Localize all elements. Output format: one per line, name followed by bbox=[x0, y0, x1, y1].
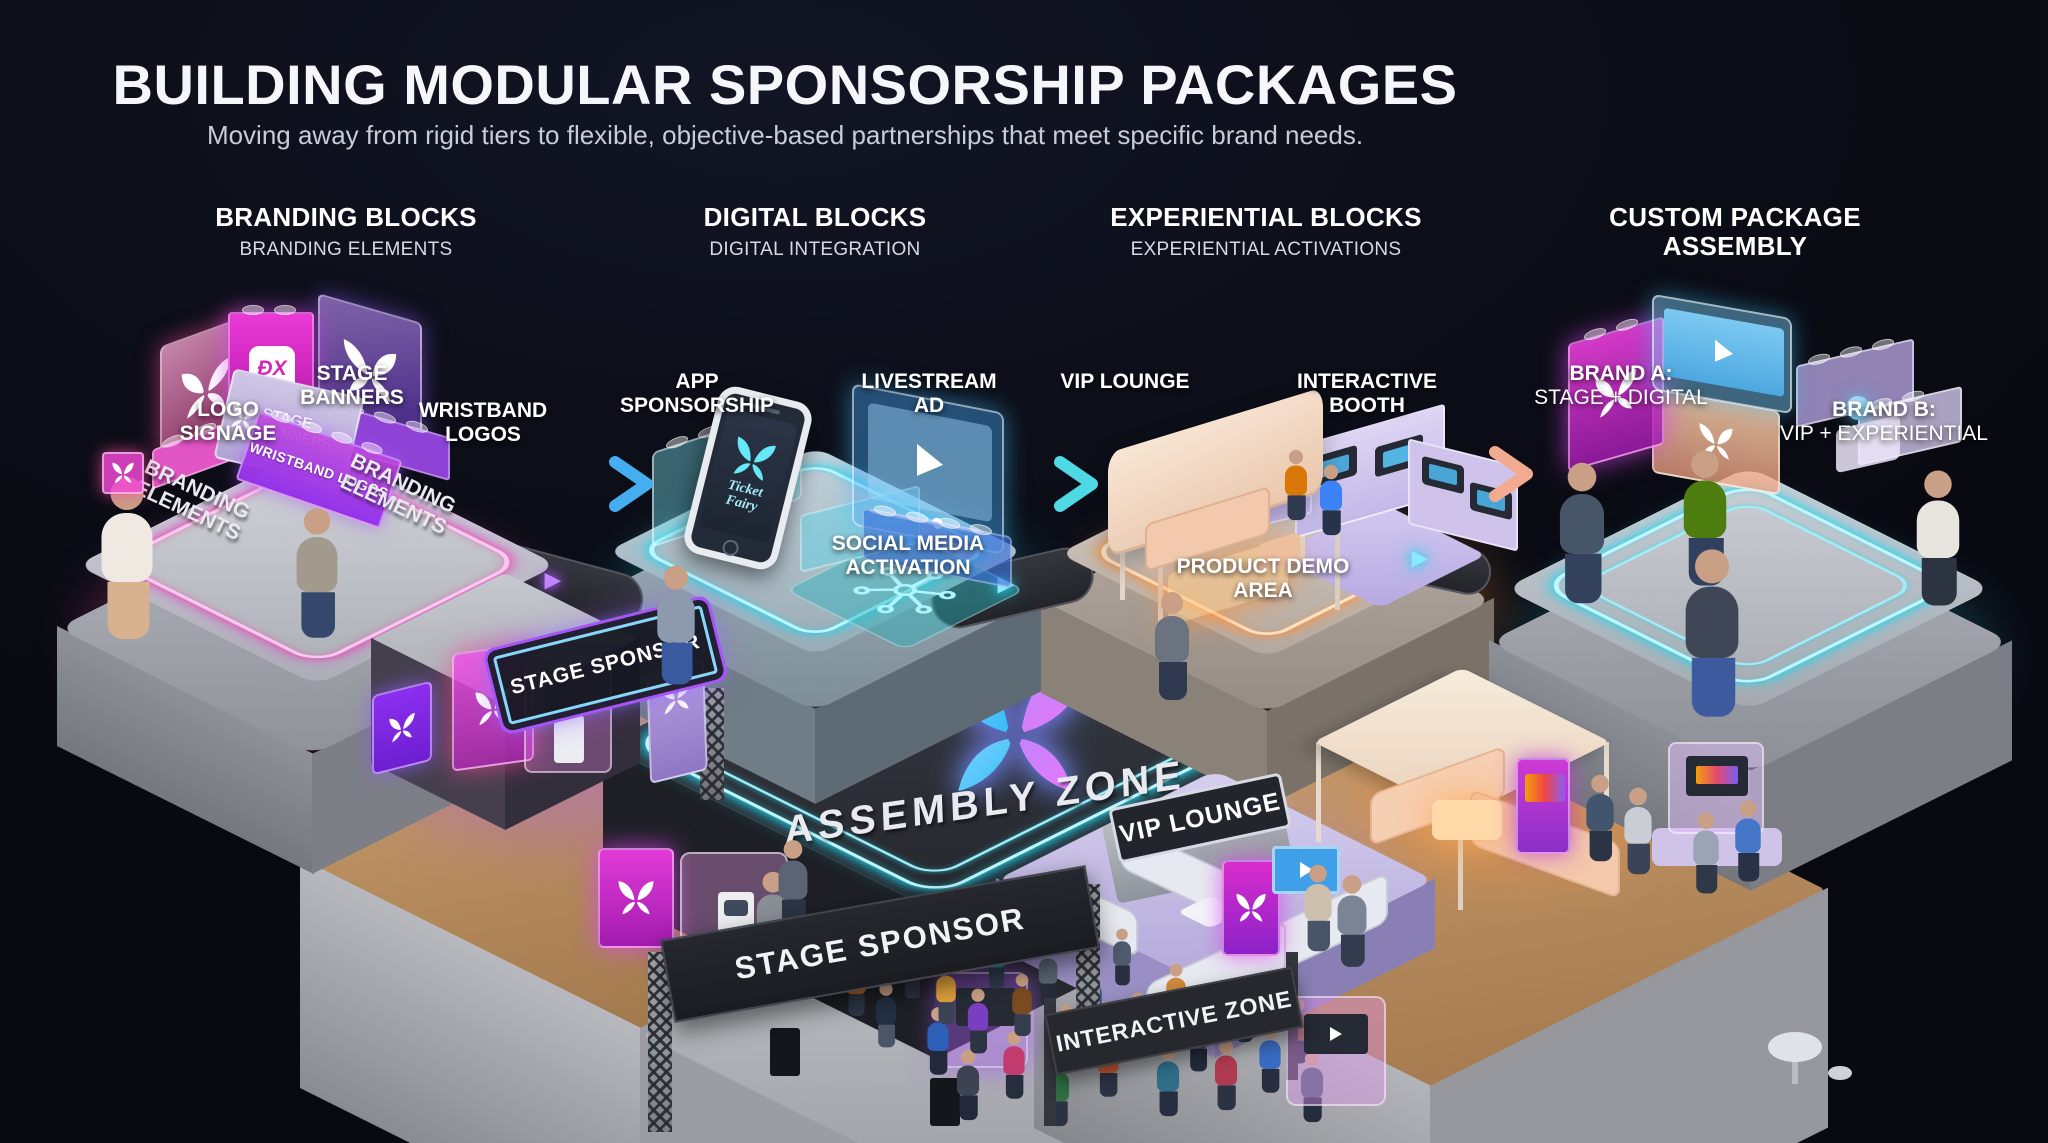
arrow-icon bbox=[1419, 446, 1533, 502]
panel-screen bbox=[1525, 774, 1565, 802]
butterfly-icon bbox=[389, 712, 415, 743]
demo-machine-screen bbox=[724, 900, 748, 916]
column-subtitle: BRANDING ELEMENTS bbox=[239, 238, 453, 260]
person-figure bbox=[1586, 774, 1614, 862]
interactive-station bbox=[1286, 996, 1386, 1106]
column-title: DIGITAL BLOCKS bbox=[703, 202, 927, 232]
callout-interactive-booth: INTERACTIVE BOOTH bbox=[1296, 370, 1437, 418]
column-title: CUSTOM PACKAGE ASSEMBLY bbox=[1609, 202, 1861, 261]
person-figure bbox=[1304, 864, 1332, 952]
person-figure bbox=[1155, 592, 1189, 700]
person-figure bbox=[1337, 875, 1367, 967]
callout-livestream-ad: LIVESTREAM AD bbox=[861, 370, 997, 418]
butterfly-icon bbox=[618, 881, 654, 915]
round-table-leg bbox=[1792, 1058, 1798, 1084]
column-header-branding: BRANDING BLOCKS BRANDING ELEMENTS bbox=[116, 203, 576, 261]
page-title: BUILDING MODULAR SPONSORSHIP PACKAGES bbox=[112, 53, 1458, 116]
person-figure bbox=[1559, 462, 1605, 604]
person-figure bbox=[101, 477, 153, 639]
speaker-box bbox=[930, 1078, 960, 1126]
arrow-icon bbox=[539, 456, 653, 512]
person-figure bbox=[1284, 449, 1308, 521]
callout-product-demo-area: PRODUCT DEMO AREA bbox=[1176, 555, 1350, 603]
chevron-icon: ▸ bbox=[1412, 541, 1428, 574]
crowd-person bbox=[967, 988, 989, 1054]
vip-magenta-panel bbox=[1222, 860, 1280, 956]
page-subtitle: Moving away from rigid tiers to flexible… bbox=[206, 120, 1364, 150]
phone-home-button bbox=[720, 538, 741, 558]
butterfly-icon bbox=[729, 436, 776, 483]
callout-vip-lounge: VIP LOUNGE bbox=[1060, 370, 1190, 393]
vip-tent-pole bbox=[1158, 560, 1163, 645]
callout-logo-signage: LOGO SIGNAGE bbox=[179, 398, 277, 446]
held-logo-cube bbox=[102, 452, 144, 494]
column-header-experiential: EXPERIENTIAL BLOCKS EXPERIENTIAL ACTIVAT… bbox=[1036, 203, 1496, 261]
column-header-custom: CUSTOM PACKAGE ASSEMBLY bbox=[1585, 203, 1885, 260]
station-screen bbox=[1304, 1014, 1368, 1054]
person-figure bbox=[1624, 787, 1652, 875]
brand-b-hologram-sphere bbox=[1846, 396, 1870, 420]
canopy-pole bbox=[1316, 742, 1321, 842]
canopy-magenta-panel bbox=[1516, 758, 1570, 854]
crowd-person bbox=[875, 982, 897, 1048]
crowd-person bbox=[1259, 1025, 1281, 1093]
canopy-ottoman-light bbox=[1432, 800, 1502, 840]
column-title: EXPERIENTIAL BLOCKS bbox=[1110, 202, 1422, 232]
vip-tent-pole bbox=[1335, 525, 1340, 610]
chevron-icon: ▸ bbox=[545, 563, 561, 596]
play-icon bbox=[917, 443, 943, 481]
demo-magenta-panel bbox=[598, 848, 674, 948]
demo-machine bbox=[554, 715, 584, 763]
stool bbox=[1828, 1066, 1852, 1080]
person-figure bbox=[1319, 464, 1343, 536]
mini-booth-screen bbox=[1686, 756, 1748, 796]
callout-brand-b: BRAND B: VIP + EXPERIENTIAL bbox=[1759, 398, 2009, 446]
column-subtitle: DIGITAL INTEGRATION bbox=[709, 238, 921, 260]
callout-stage-banners: STAGE BANNERS bbox=[300, 362, 404, 410]
person-figure bbox=[1685, 549, 1739, 717]
column-title: BRANDING BLOCKS bbox=[215, 202, 477, 232]
callout-app-sponsorship: APP SPONSORSHIP bbox=[619, 370, 775, 418]
round-table bbox=[1768, 1032, 1822, 1062]
brand-b-name: BRAND B: bbox=[1832, 398, 1936, 421]
person-figure bbox=[1693, 812, 1719, 894]
person-figure bbox=[1735, 800, 1761, 882]
callout-social-media-activation: SOCIAL MEDIA ACTIVATION bbox=[831, 532, 985, 580]
brand-a-package: STAGE + DIGITAL bbox=[1534, 386, 1708, 410]
brand-a-name: BRAND A: bbox=[1569, 362, 1673, 385]
brand-b-package: VIP + EXPERIENTIAL bbox=[1780, 422, 1988, 446]
crowd-person bbox=[1214, 1039, 1238, 1111]
crowd-person bbox=[936, 961, 956, 1025]
network-icon bbox=[853, 567, 956, 614]
person-figure bbox=[657, 565, 695, 685]
crowd-person bbox=[1113, 928, 1131, 986]
play-icon bbox=[1330, 1027, 1342, 1041]
livestream-screen bbox=[868, 402, 992, 523]
crowd-person bbox=[1012, 973, 1032, 1037]
crowd-person bbox=[956, 1049, 980, 1121]
phone-screen: Ticket Fairy bbox=[698, 408, 799, 544]
canopy-pole bbox=[1458, 814, 1463, 910]
arrow-icon bbox=[984, 456, 1098, 512]
crowd-person bbox=[1300, 1051, 1324, 1123]
person-figure bbox=[1916, 470, 1960, 606]
callout-brand-a: BRAND A: STAGE + DIGITAL bbox=[1506, 362, 1736, 410]
callout-wristband-logos: WRISTBAND LOGOS bbox=[418, 399, 548, 447]
column-subtitle: EXPERIENTIAL ACTIVATIONS bbox=[1130, 238, 1402, 260]
butterfly-icon bbox=[1236, 893, 1266, 922]
crowd-person bbox=[1156, 1045, 1180, 1117]
canopy-pole bbox=[1604, 742, 1609, 842]
column-header-digital: DIGITAL BLOCKS DIGITAL INTEGRATION bbox=[585, 203, 1045, 261]
butterfly-icon bbox=[112, 462, 134, 483]
stage-purple-screen bbox=[372, 680, 432, 776]
speaker-box bbox=[770, 1028, 800, 1076]
person-figure bbox=[296, 508, 338, 638]
social-media-tile bbox=[784, 529, 1026, 651]
crowd-person bbox=[1003, 1031, 1025, 1099]
